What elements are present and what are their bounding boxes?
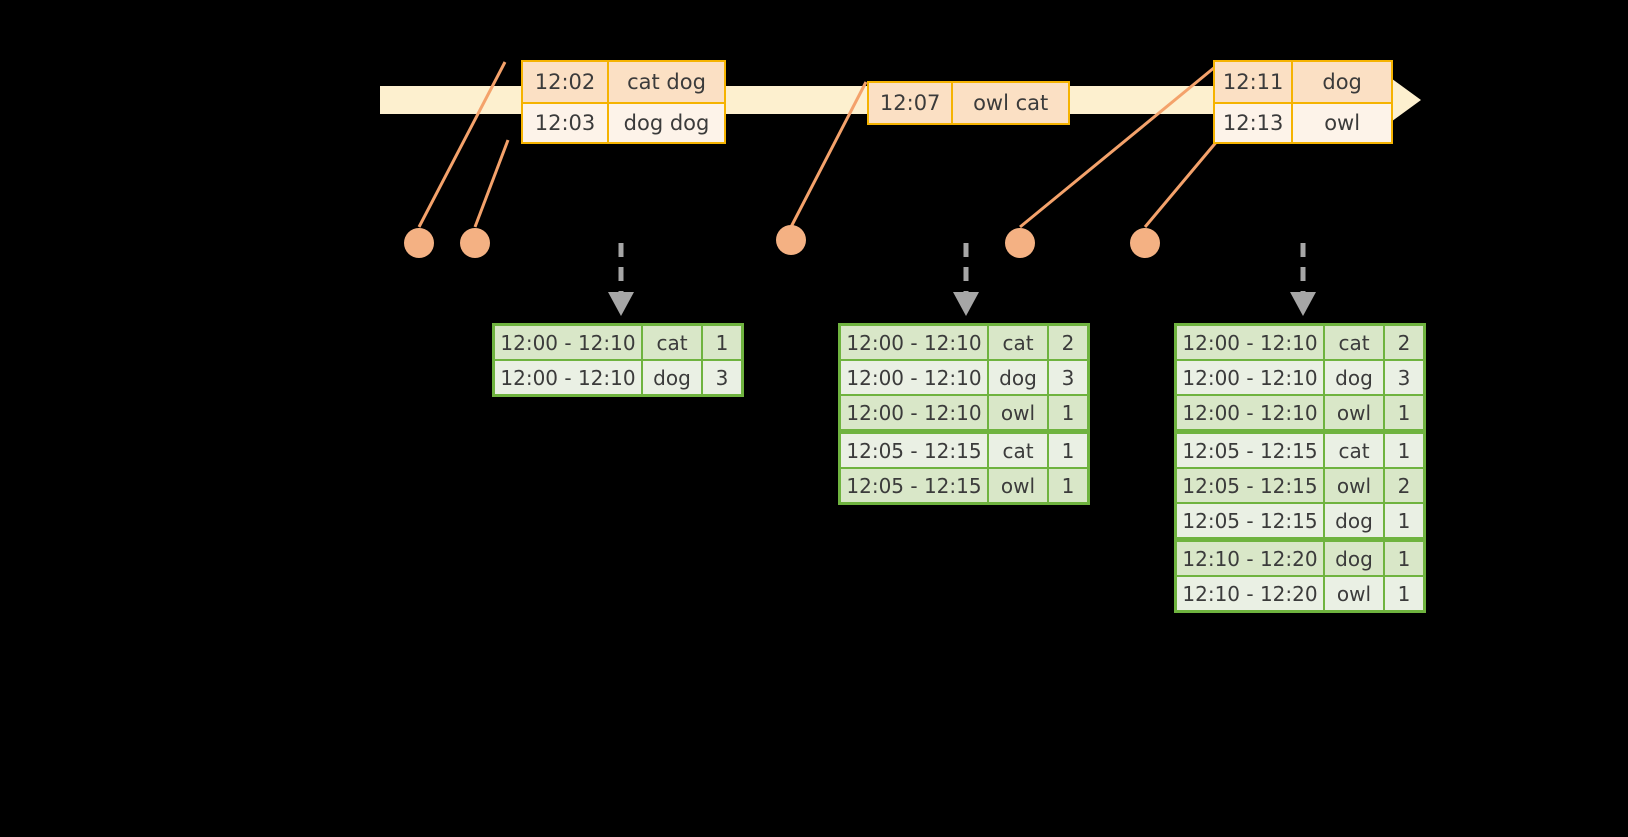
event-dot-1: [404, 228, 434, 258]
table-cell-word: owl: [1325, 469, 1383, 502]
connector-line-5: [1143, 139, 1220, 228]
event-time: 12:11: [1215, 62, 1294, 102]
table-cell-word: owl: [1325, 577, 1383, 610]
table-cell-word: dog: [643, 361, 701, 394]
table-cell-count: 1: [1385, 434, 1423, 467]
table-cell-window: 12:00 - 12:10: [841, 396, 987, 429]
event-dot-2: [460, 228, 490, 258]
table-cell-count: 3: [1049, 361, 1087, 394]
event-words: owl cat: [953, 83, 1068, 123]
table-cell-count: 3: [703, 361, 741, 394]
table-cell-count: 1: [1385, 577, 1423, 610]
table-cell-window: 12:00 - 12:10: [1177, 326, 1323, 359]
table-cell-word: dog: [1325, 504, 1383, 537]
table-cell-window: 12:00 - 12:10: [495, 326, 641, 359]
event-dot-4: [1005, 228, 1035, 258]
table-cell-window: 12:00 - 12:10: [841, 326, 987, 359]
table-cell-count: 2: [1049, 326, 1087, 359]
event-time: 12:13: [1215, 102, 1294, 142]
event-row[interactable]: 12:07 owl cat: [869, 83, 1068, 123]
table-cell-word: owl: [989, 396, 1047, 429]
table-cell-count: 1: [1385, 542, 1423, 575]
table-cell-word: cat: [1325, 326, 1383, 359]
table-cell-word: cat: [643, 326, 701, 359]
table-cell-count: 1: [1049, 396, 1087, 429]
event-row[interactable]: 12:02 cat dog: [523, 62, 724, 102]
event-time: 12:02: [523, 62, 609, 102]
event-words: dog: [1293, 62, 1391, 102]
event-words: cat dog: [609, 62, 724, 102]
table-cell-window: 12:05 - 12:15: [1177, 434, 1323, 467]
table-cell-count: 1: [1049, 434, 1087, 467]
dashed-arrow-3: [1290, 243, 1316, 316]
connector-line-1: [417, 61, 507, 228]
event-row[interactable]: 12:11 dog: [1215, 62, 1391, 102]
event-dot-5: [1130, 228, 1160, 258]
table-cell-window: 12:05 - 12:15: [1177, 469, 1323, 502]
table-cell-word: cat: [989, 434, 1047, 467]
event-words: owl: [1293, 102, 1391, 142]
table-cell-word: dog: [989, 361, 1047, 394]
event-box-group-1[interactable]: 12:02 cat dog 12:03 dog dog: [521, 60, 726, 144]
table-cell-window: 12:00 - 12:10: [841, 361, 987, 394]
event-row[interactable]: 12:13 owl: [1215, 102, 1391, 142]
table-cell-window: 12:10 - 12:20: [1177, 577, 1323, 610]
table-cell-count: 3: [1385, 361, 1423, 394]
dashed-arrow-1: [608, 243, 634, 316]
table-cell-word: dog: [1325, 361, 1383, 394]
event-time: 12:07: [869, 83, 954, 123]
table-cell-window: 12:10 - 12:20: [1177, 542, 1323, 575]
table-cell-count: 2: [1385, 326, 1423, 359]
table-cell-word: cat: [989, 326, 1047, 359]
event-dot-3: [776, 225, 806, 255]
event-row[interactable]: 12:03 dog dog: [523, 102, 724, 142]
table-cell-word: owl: [989, 469, 1047, 502]
table-cell-count: 2: [1385, 469, 1423, 502]
table-cell-word: cat: [1325, 434, 1383, 467]
table-cell-window: 12:00 - 12:10: [1177, 361, 1323, 394]
dashed-arrow-2: [953, 243, 979, 316]
table-cell-count: 1: [1049, 469, 1087, 502]
connector-line-3: [789, 81, 868, 228]
table-cell-word: dog: [1325, 542, 1383, 575]
event-time: 12:03: [523, 102, 609, 142]
event-words: dog dog: [609, 102, 724, 142]
table-cell-count: 1: [1385, 504, 1423, 537]
table-cell-window: 12:00 - 12:10: [495, 361, 641, 394]
table-cell-count: 1: [1385, 396, 1423, 429]
event-box-group-3[interactable]: 12:11 dog 12:13 owl: [1213, 60, 1393, 144]
table-cell-window: 12:05 - 12:15: [841, 469, 987, 502]
table-cell-window: 12:00 - 12:10: [1177, 396, 1323, 429]
table-cell-count: 1: [703, 326, 741, 359]
table-cell-word: owl: [1325, 396, 1383, 429]
connector-line-2: [473, 139, 510, 228]
event-box-group-2[interactable]: 12:07 owl cat: [867, 81, 1070, 125]
table-cell-window: 12:05 - 12:15: [841, 434, 987, 467]
table-cell-window: 12:05 - 12:15: [1177, 504, 1323, 537]
